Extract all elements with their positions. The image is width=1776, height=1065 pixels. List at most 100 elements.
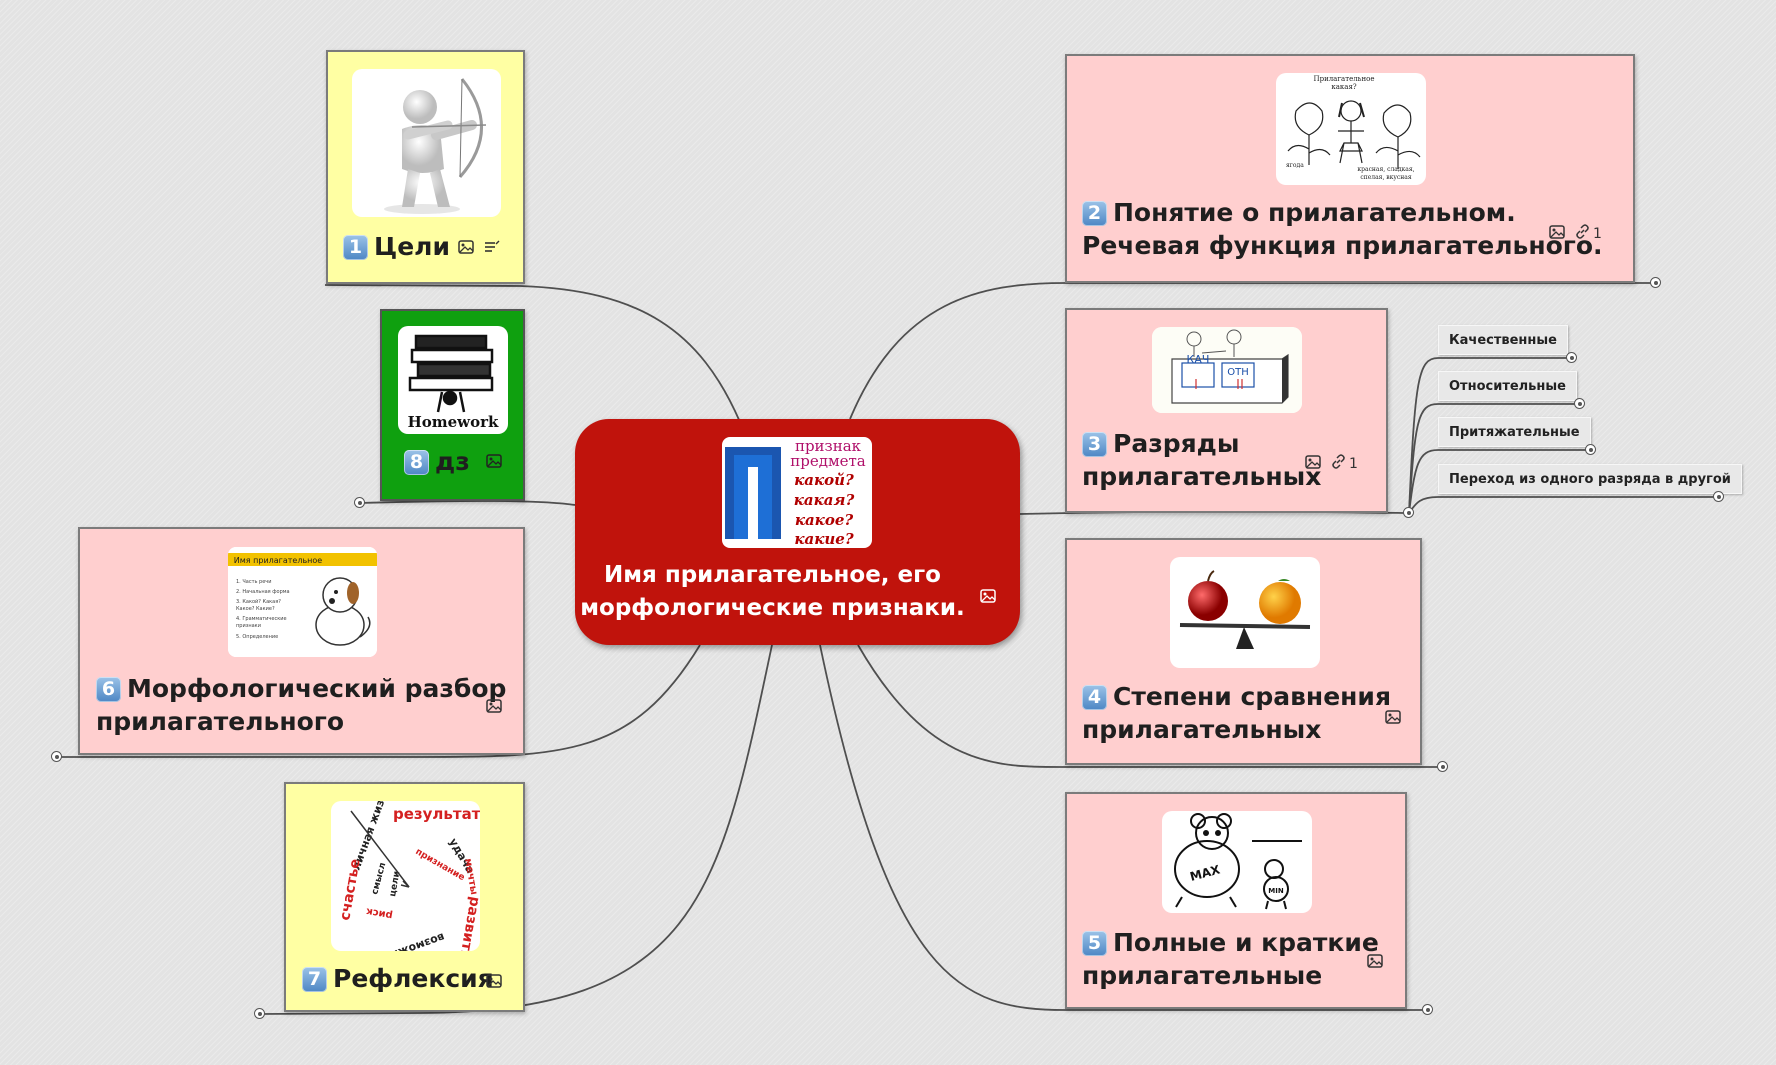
svg-text:4. Грамматические: 4. Грамматические <box>236 616 287 622</box>
connector-goals <box>324 284 741 423</box>
link-count: 1 <box>1593 225 1602 242</box>
connector-sub-1 <box>1408 403 1580 514</box>
collapse-toggle-degrees[interactable] <box>1437 761 1448 772</box>
central-topic-image: признак предмета какой? какая? какое? ка… <box>722 437 872 548</box>
collapse-toggle-categories[interactable] <box>1403 507 1414 518</box>
goals-image <box>352 69 501 217</box>
homework-image: Homework <box>398 326 508 434</box>
collapse-toggle-homework[interactable] <box>354 497 365 508</box>
collapse-toggle-full-short[interactable] <box>1422 1004 1433 1015</box>
center-img-q4: какие? <box>794 530 853 548</box>
collapse-toggle-morph[interactable] <box>51 751 62 762</box>
image-icon[interactable] <box>486 699 502 717</box>
center-img-q1: какой? <box>794 471 854 489</box>
collapse-toggle-sub-2[interactable] <box>1585 444 1596 455</box>
svg-text:ягода: ягода <box>1286 162 1304 169</box>
topic-reflection[interactable]: результат удача мечты развитие возможнос… <box>284 782 525 1012</box>
full-short-image: MAX MIN <box>1162 811 1312 913</box>
image-icon[interactable] <box>1305 454 1321 473</box>
connector-sub-0 <box>1408 357 1572 514</box>
image-icon[interactable] <box>1367 954 1383 972</box>
svg-text:1. Часть речи: 1. Часть речи <box>236 579 272 585</box>
center-img-text-2: предмета <box>790 452 866 470</box>
svg-text:спелая, вкусная: спелая, вкусная <box>1360 174 1411 181</box>
svg-text:Прилагательное: Прилагательное <box>1313 75 1374 83</box>
svg-text:признаки: признаки <box>236 623 261 629</box>
link-icon <box>1575 224 1590 243</box>
collapse-toggle-sub-3[interactable] <box>1713 491 1724 502</box>
link-indicator[interactable]: 1 <box>1331 454 1358 473</box>
number-badge: 2 <box>1082 201 1107 226</box>
image-icon[interactable] <box>486 454 502 472</box>
svg-text:КАЧ: КАЧ <box>1187 353 1210 366</box>
svg-text:Какое? Какие?: Какое? Какие? <box>236 606 275 612</box>
morph-image: Имя прилагательное 1. Часть речи 2. Нача… <box>228 547 377 657</box>
collapse-toggle-reflection[interactable] <box>254 1008 265 1019</box>
notes-icon[interactable] <box>484 240 500 258</box>
topic-morphological-analysis[interactable]: Имя прилагательное 1. Часть речи 2. Нача… <box>78 527 525 755</box>
image-icon[interactable] <box>980 588 996 607</box>
degrees-image <box>1170 557 1320 668</box>
svg-text:MAX: MAX <box>1188 862 1222 884</box>
number-badge: 8 <box>404 450 429 475</box>
image-icon[interactable] <box>1549 224 1565 243</box>
center-img-text-1: признак <box>795 437 862 455</box>
svg-text:цели: цели <box>388 870 402 897</box>
image-icon[interactable] <box>486 974 502 992</box>
svg-text:П: П <box>726 438 727 440</box>
svg-text:2. Начальная форма: 2. Начальная форма <box>236 589 290 595</box>
number-badge: 4 <box>1082 685 1107 710</box>
svg-text:ОТН: ОТН <box>1227 367 1249 378</box>
connector-sub-3 <box>1408 496 1719 514</box>
subtopic-qualitative[interactable]: Качественные <box>1438 325 1568 355</box>
image-icon[interactable] <box>458 240 474 258</box>
connector-homework <box>359 500 576 506</box>
homework-image-text: Homework <box>408 413 499 431</box>
svg-text:результат: результат <box>393 805 480 823</box>
link-count: 1 <box>1349 455 1358 472</box>
svg-text:MIN: MIN <box>1268 887 1284 895</box>
collapse-toggle-sub-1[interactable] <box>1574 398 1585 409</box>
svg-text:какая?: какая? <box>1331 83 1357 91</box>
link-indicator[interactable]: 1 <box>1575 224 1602 243</box>
svg-text:красная, сладкая,: красная, сладкая, <box>1357 166 1414 173</box>
subtopic-transition[interactable]: Переход из одного разряда в другой <box>1438 464 1742 494</box>
link-icon <box>1331 454 1346 473</box>
concept-image: Прилагательное какая? ягода красная, сла… <box>1276 73 1426 185</box>
collapse-toggle-concept[interactable] <box>1650 277 1661 288</box>
connector-morph <box>57 644 701 758</box>
reflection-image: результат удача мечты развитие возможнос… <box>331 801 480 951</box>
svg-text:риск: риск <box>365 905 394 921</box>
svg-text:3. Какой? Какая?: 3. Какой? Какая? <box>236 598 281 605</box>
center-img-q3: какое? <box>795 511 854 529</box>
central-topic[interactable]: признак предмета какой? какая? какое? ка… <box>575 419 1020 645</box>
collapse-toggle-sub-0[interactable] <box>1566 352 1577 363</box>
number-badge: 6 <box>96 677 121 702</box>
central-topic-title: Имя прилагательное, его морфологические … <box>580 562 965 621</box>
center-img-q2: какая? <box>794 491 855 509</box>
connector-sub-2 <box>1408 449 1591 514</box>
number-badge: 7 <box>302 967 327 992</box>
subtopic-possessive[interactable]: Притяжательные <box>1438 417 1591 447</box>
subtopic-relative[interactable]: Относительные <box>1438 371 1577 401</box>
svg-text:5. Определение: 5. Определение <box>236 634 278 640</box>
topic-concept[interactable]: Прилагательное какая? ягода красная, сла… <box>1065 54 1635 283</box>
connector-concept <box>849 282 1656 420</box>
number-badge: 1 <box>343 235 368 260</box>
number-badge: 5 <box>1082 931 1107 956</box>
number-badge: 3 <box>1082 432 1107 457</box>
image-icon[interactable] <box>1385 710 1401 728</box>
